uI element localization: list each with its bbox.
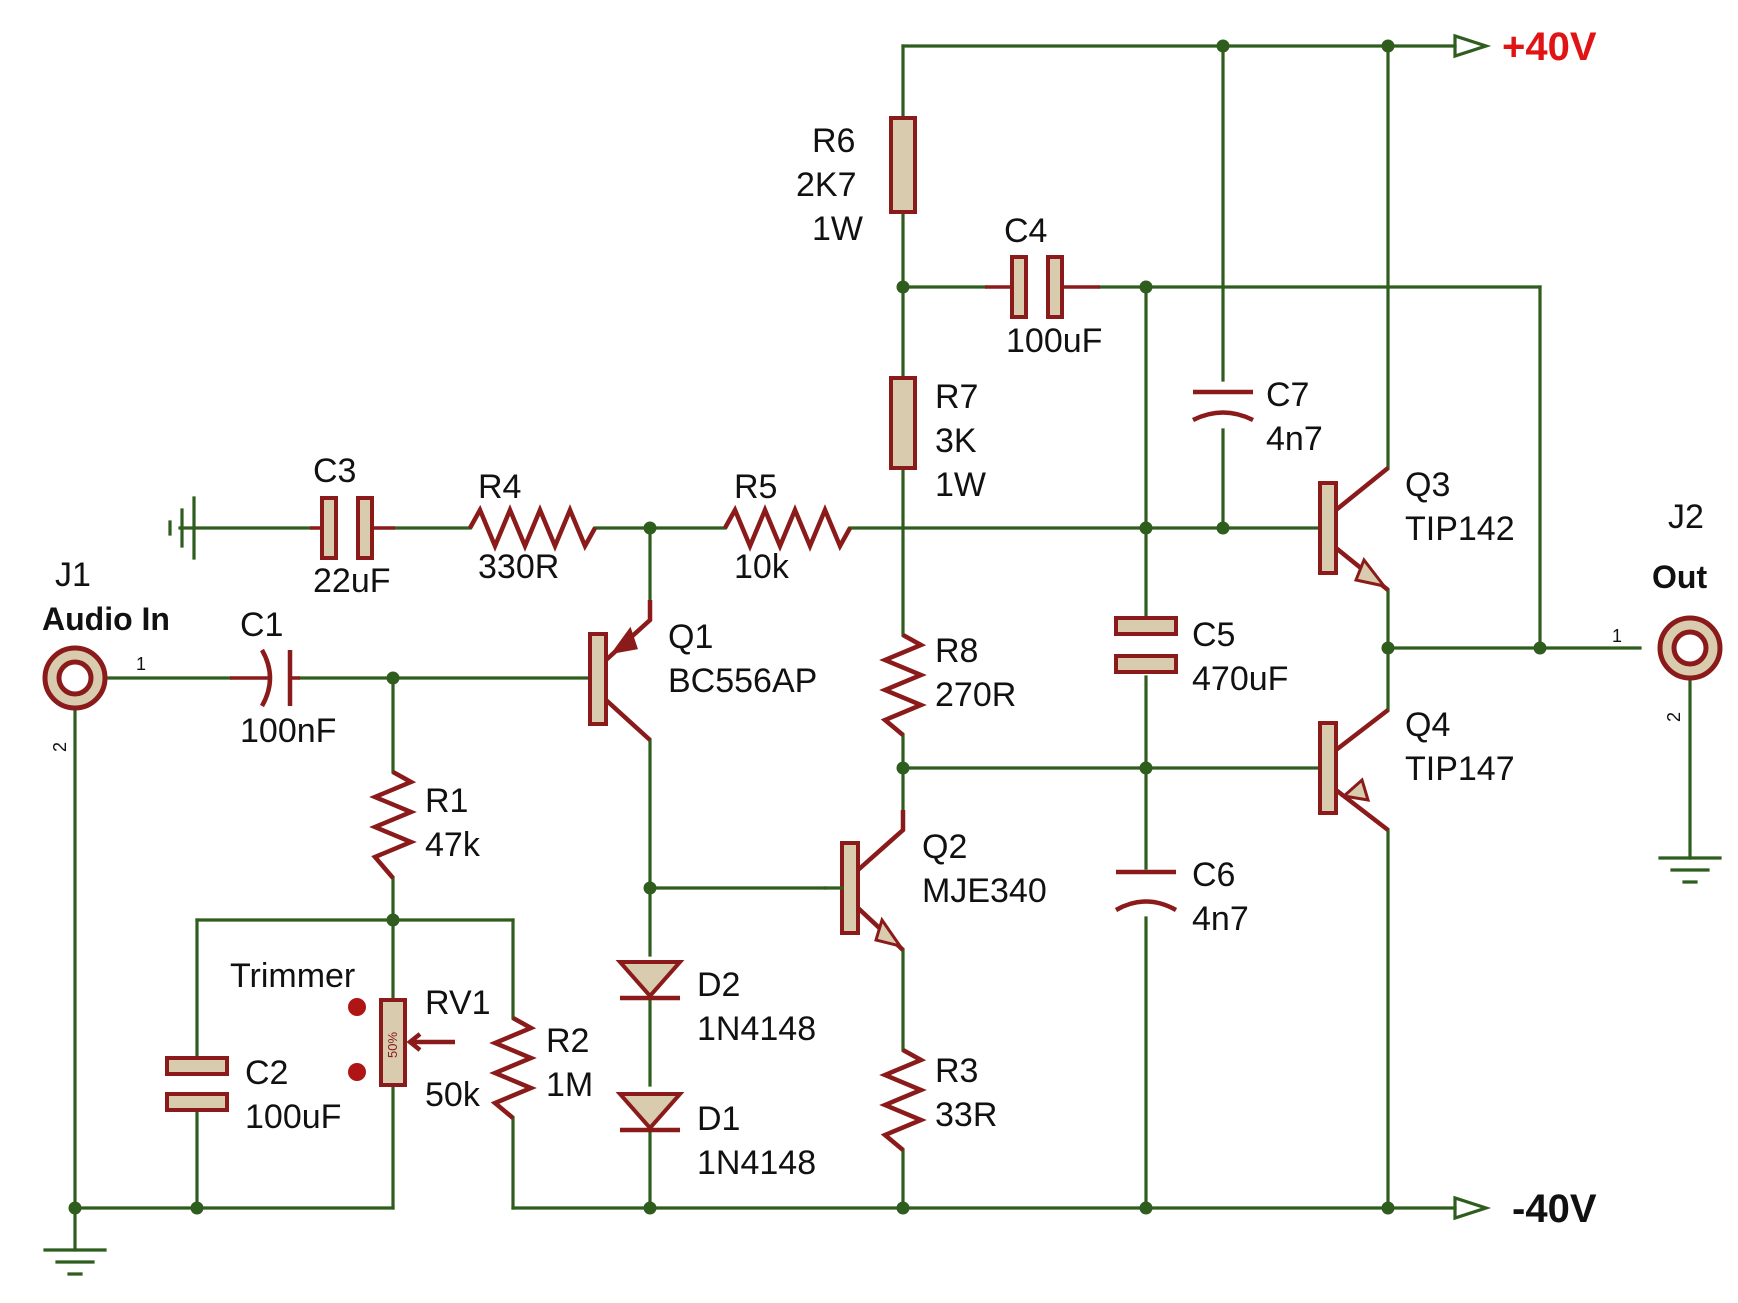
c2-value: 100uF xyxy=(245,1098,341,1136)
ground-symbol-c3 xyxy=(168,496,196,560)
d2-part: 1N4148 xyxy=(697,1010,816,1048)
r6-value: 2K7 xyxy=(796,166,857,204)
r1-value: 47k xyxy=(425,826,481,864)
q1-ref: Q1 xyxy=(668,618,713,656)
j1-ref: J1 xyxy=(55,556,91,594)
rv1-position: 50% xyxy=(385,1032,400,1058)
transistor-q1: Q1 BC556AP xyxy=(588,600,817,742)
r7-ref: R7 xyxy=(935,378,978,416)
ground-symbol-input xyxy=(43,1248,107,1276)
connector-j1: J1 Audio In 1 2 xyxy=(42,556,170,752)
junction-dots xyxy=(68,39,1547,1215)
rv1-label: Trimmer xyxy=(230,957,355,995)
diode-d2: D2 1N4148 xyxy=(615,960,816,1048)
c2-ref: C2 xyxy=(245,1054,288,1092)
j2-name: Out xyxy=(1652,559,1707,595)
r2-value: 1M xyxy=(546,1066,593,1104)
capacitor-c6: C6 4n7 xyxy=(1114,856,1249,938)
j2-pin1: 1 xyxy=(1612,626,1622,646)
c6-ref: C6 xyxy=(1192,856,1235,894)
connector-j2: J2 Out 1 2 xyxy=(1612,498,1723,722)
rv1-ref: RV1 xyxy=(425,984,491,1022)
r7-power: 1W xyxy=(935,466,986,504)
diode-d1: D1 1N4148 xyxy=(615,1092,816,1182)
trimmer-rv1: 50% Trimmer RV1 50k xyxy=(230,957,491,1114)
r4-value: 330R xyxy=(478,548,559,586)
resistor-r2: R2 1M xyxy=(489,1016,593,1120)
c1-value: 100nF xyxy=(240,712,336,750)
r7-value: 3K xyxy=(935,422,977,460)
resistor-r8: R8 270R xyxy=(879,632,1016,737)
q3-ref: Q3 xyxy=(1405,466,1450,504)
j2-pin2: 2 xyxy=(1664,712,1684,722)
j1-pin2: 2 xyxy=(50,742,70,752)
j1-name: Audio In xyxy=(42,601,170,637)
resistor-r4: R4 330R xyxy=(468,468,597,586)
d1-part: 1N4148 xyxy=(697,1144,816,1182)
capacitor-c3: C3 22uF xyxy=(310,452,395,600)
capacitor-c7: C7 4n7 xyxy=(1191,376,1323,458)
rail-negative-terminal: -40V xyxy=(1453,1187,1597,1231)
r6-power: 1W xyxy=(812,210,863,248)
resistor-r7: R7 3K 1W xyxy=(889,376,986,504)
r8-value: 270R xyxy=(935,676,1016,714)
transistor-q4: Q4 TIP147 xyxy=(1318,706,1515,832)
c7-ref: C7 xyxy=(1266,376,1309,414)
r4-ref: R4 xyxy=(478,468,521,506)
capacitor-c2: C2 100uF xyxy=(165,1054,341,1136)
c5-value: 470uF xyxy=(1192,660,1288,698)
r1-ref: R1 xyxy=(425,782,468,820)
rail-positive-terminal: +40V xyxy=(1453,25,1597,69)
q3-part: TIP142 xyxy=(1405,510,1515,548)
q2-ref: Q2 xyxy=(922,828,967,866)
capacitor-c1: C1 100nF xyxy=(230,606,336,750)
rv1-value: 50k xyxy=(425,1076,481,1114)
r8-ref: R8 xyxy=(935,632,978,670)
c5-ref: C5 xyxy=(1192,616,1235,654)
capacitor-c4: C4 100uF xyxy=(985,212,1102,360)
q4-ref: Q4 xyxy=(1405,706,1450,744)
q4-part: TIP147 xyxy=(1405,750,1515,788)
c3-value: 22uF xyxy=(313,562,391,600)
q1-part: BC556AP xyxy=(668,662,817,700)
resistor-r5: R5 10k xyxy=(723,468,852,586)
resistor-r6: R6 2K7 1W xyxy=(796,116,917,248)
c7-value: 4n7 xyxy=(1266,420,1323,458)
transistor-q2: Q2 MJE340 xyxy=(840,810,1047,952)
q2-part: MJE340 xyxy=(922,872,1047,910)
r5-ref: R5 xyxy=(734,468,777,506)
resistor-r3: R3 33R xyxy=(879,1048,997,1152)
r5-value: 10k xyxy=(734,548,790,586)
rail-positive-label: +40V xyxy=(1502,25,1597,69)
d2-ref: D2 xyxy=(697,966,740,1004)
c1-ref: C1 xyxy=(240,606,283,644)
resistor-r1: R1 47k xyxy=(369,770,481,880)
r2-ref: R2 xyxy=(546,1022,589,1060)
wires xyxy=(73,44,1692,1252)
capacitor-c5: C5 470uF xyxy=(1114,616,1288,698)
ground-symbol-output xyxy=(1658,856,1722,884)
c6-value: 4n7 xyxy=(1192,900,1249,938)
r3-value: 33R xyxy=(935,1096,997,1134)
r6-ref: R6 xyxy=(812,122,855,160)
j1-pin1: 1 xyxy=(136,654,146,674)
rail-negative-label: -40V xyxy=(1512,1187,1597,1231)
transistor-q3: Q3 TIP142 xyxy=(1318,466,1515,592)
r3-ref: R3 xyxy=(935,1052,978,1090)
c4-value: 100uF xyxy=(1006,322,1102,360)
c3-ref: C3 xyxy=(313,452,356,490)
j2-ref: J2 xyxy=(1668,498,1704,536)
c4-ref: C4 xyxy=(1004,212,1047,250)
d1-ref: D1 xyxy=(697,1100,740,1138)
